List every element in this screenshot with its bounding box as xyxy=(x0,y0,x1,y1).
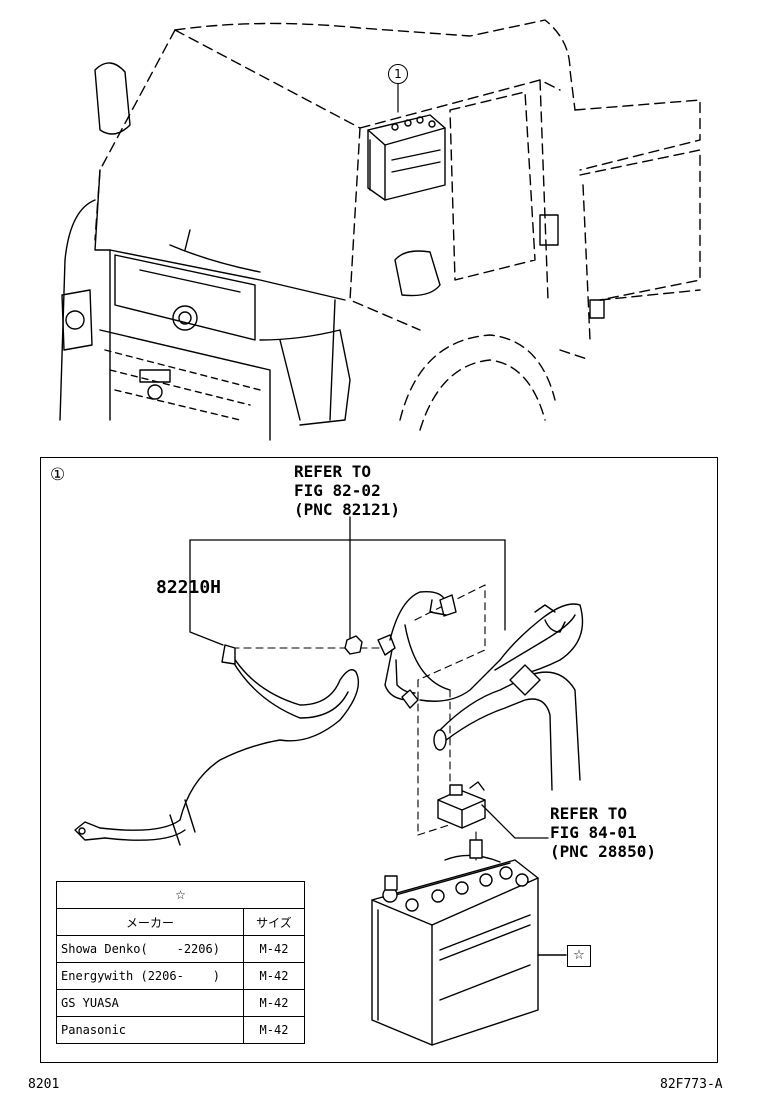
refer-82-02-line3: (PNC 82121) xyxy=(294,500,400,519)
refer-82-02-line1: REFER TO xyxy=(294,462,372,481)
size-cell: M-42 xyxy=(243,962,305,990)
battery-star-box: ☆ xyxy=(567,945,591,967)
column-header-maker: メーカー xyxy=(56,908,244,936)
fusible-link-block xyxy=(437,781,486,829)
size-cell: M-42 xyxy=(243,989,305,1017)
negative-battery-cable xyxy=(74,644,360,846)
refer-82-02-leader xyxy=(189,516,506,646)
maker-cell: GS YUASA xyxy=(56,989,244,1017)
engine-battery-small xyxy=(367,114,446,201)
truck-body-outline xyxy=(59,19,701,441)
column-header-size: サイズ xyxy=(243,908,305,936)
maker-cell: Panasonic xyxy=(56,1016,244,1044)
battery-callout-text: 1 xyxy=(394,67,402,81)
maker-cell: Energywith (2206- ) xyxy=(56,962,244,990)
battery-callout-number: 1 xyxy=(388,64,408,84)
size-cell: M-42 xyxy=(243,935,305,963)
detail-callout-mark: ① xyxy=(50,465,66,485)
detail-frame xyxy=(40,457,718,1063)
table-row: Panasonic M-42 xyxy=(56,1016,305,1044)
part-number-label: 82210H xyxy=(156,577,222,598)
refer-84-01-line1: REFER TO xyxy=(550,804,628,823)
footer-illustration-code: 82F773-A xyxy=(660,1077,723,1092)
nut xyxy=(344,635,363,655)
table-header-symbol: ☆ xyxy=(56,881,305,909)
refer-84-01-line3: (PNC 28850) xyxy=(550,842,656,861)
maker-cell: Showa Denko( -2206) xyxy=(56,935,244,963)
refer-82-02-line2: FIG 82-02 xyxy=(294,481,381,500)
table-row: GS YUASA M-42 xyxy=(56,989,305,1017)
refer-84-01-leader xyxy=(481,804,549,839)
battery-maker-table: ☆ メーカー サイズ Showa Denko( -2206) M-42 Ener… xyxy=(56,881,305,1044)
table-row: Energywith (2206- ) M-42 xyxy=(56,962,305,990)
battery xyxy=(371,839,567,1046)
footer-figure-code: 8201 xyxy=(28,1077,60,1092)
positive-battery-cable xyxy=(377,590,584,791)
refer-84-01-line2: FIG 84-01 xyxy=(550,823,637,842)
size-cell: M-42 xyxy=(243,1016,305,1044)
table-row: Showa Denko( -2206) M-42 xyxy=(56,935,305,963)
